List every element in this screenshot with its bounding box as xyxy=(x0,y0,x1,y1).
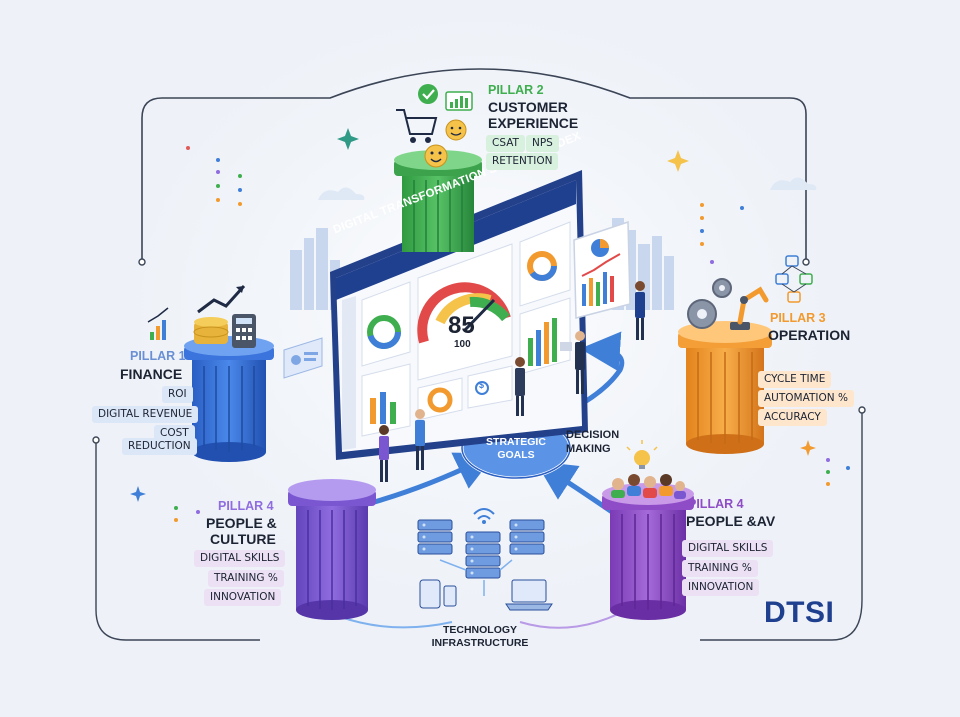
customer-pillar-title: PILLAR 2 xyxy=(488,83,544,97)
operation-pillar-cylinder xyxy=(678,321,772,454)
cloud-left xyxy=(318,187,365,200)
people-av-tag-innovation: INNOVATION xyxy=(682,579,760,596)
server-racks xyxy=(417,508,545,579)
floating-chart-card xyxy=(573,220,631,319)
dashboard-score-max: 100 xyxy=(454,339,471,350)
finance-pillar-title: PILLAR 1 xyxy=(130,349,186,363)
team-people-icons xyxy=(611,440,686,499)
finance-tag-cost: COST xyxy=(154,425,195,442)
customer-pillar-name-line1: CUSTOMER xyxy=(488,99,568,115)
customer-pillar-name-line2: EXPERIENCE xyxy=(488,115,579,131)
cloud-right xyxy=(770,177,817,190)
people-culture-tag-training: TRAINING % xyxy=(208,570,284,587)
decision-making-line1: DECISION xyxy=(566,429,620,441)
dot-decor xyxy=(174,146,850,522)
people-av-tag-training: TRAINING % xyxy=(682,560,758,577)
finance-tag-digital-revenue: DIGITAL REVENUE xyxy=(92,406,199,423)
customer-tag-nps: NPS xyxy=(526,135,559,152)
operation-tag-cycle-time: CYCLE TIME xyxy=(758,371,832,388)
technology-infrastructure-line2: INFRASTRUCTURE xyxy=(431,637,529,649)
customer-icons xyxy=(396,84,473,168)
people-culture-tag-digital-skills: DIGITAL SKILLS xyxy=(194,550,286,567)
dashboard-dollar-icon: $ xyxy=(479,380,485,390)
strategic-goals-line2: GOALS xyxy=(497,449,535,461)
people-culture-pillar-title: PILLAR 4 xyxy=(218,499,274,513)
operation-pillar-name: OPERATION xyxy=(768,327,851,343)
people-av-tag-digital-skills: DIGITAL SKILLS xyxy=(682,540,774,557)
technology-infrastructure-line1: TECHNOLOGY xyxy=(442,624,518,636)
finance-icons xyxy=(147,284,256,348)
people-av-pillar-cylinder xyxy=(602,483,694,620)
dtsi-logo: DTSI xyxy=(764,596,835,629)
operation-pillar-title: PILLAR 3 xyxy=(770,311,826,325)
profile-card xyxy=(283,337,323,379)
customer-tag-csat: CSAT xyxy=(486,135,525,152)
decision-making-line2: MAKING xyxy=(566,443,611,455)
dashboard-score: 85 xyxy=(448,312,475,339)
frame-right-line xyxy=(700,410,863,641)
people-av-pillar-title: PILLAR 4 xyxy=(688,497,744,511)
customer-tag-retention: RETENTION xyxy=(486,153,559,170)
finance-tag-roi: ROI xyxy=(162,386,193,403)
operation-tag-accuracy: ACCURACY xyxy=(758,409,827,426)
operation-icons xyxy=(687,255,813,330)
frame-top-line xyxy=(141,68,807,262)
people-culture-pillar-cylinder xyxy=(288,479,376,620)
people-culture-pillar-name-line2: CULTURE xyxy=(210,531,276,547)
sparkle-decor xyxy=(130,128,816,502)
finance-pillar-cylinder xyxy=(184,336,274,462)
strategic-goals-line1: STRATEGIC xyxy=(486,436,546,448)
people-culture-tag-innovation: INNOVATION xyxy=(204,589,282,606)
frame-left-line xyxy=(95,440,260,641)
people-culture-pillar-name-line1: PEOPLE & xyxy=(206,515,277,531)
people-av-pillar-name: PEOPLE &AV xyxy=(686,513,776,529)
finance-pillar-name: FINANCE xyxy=(120,366,183,382)
devices-icons xyxy=(419,559,553,611)
finance-tag-reduction: REDUCTION xyxy=(122,438,197,455)
people-figures xyxy=(379,281,645,482)
operation-tag-automation: AUTOMATION % xyxy=(758,390,854,407)
